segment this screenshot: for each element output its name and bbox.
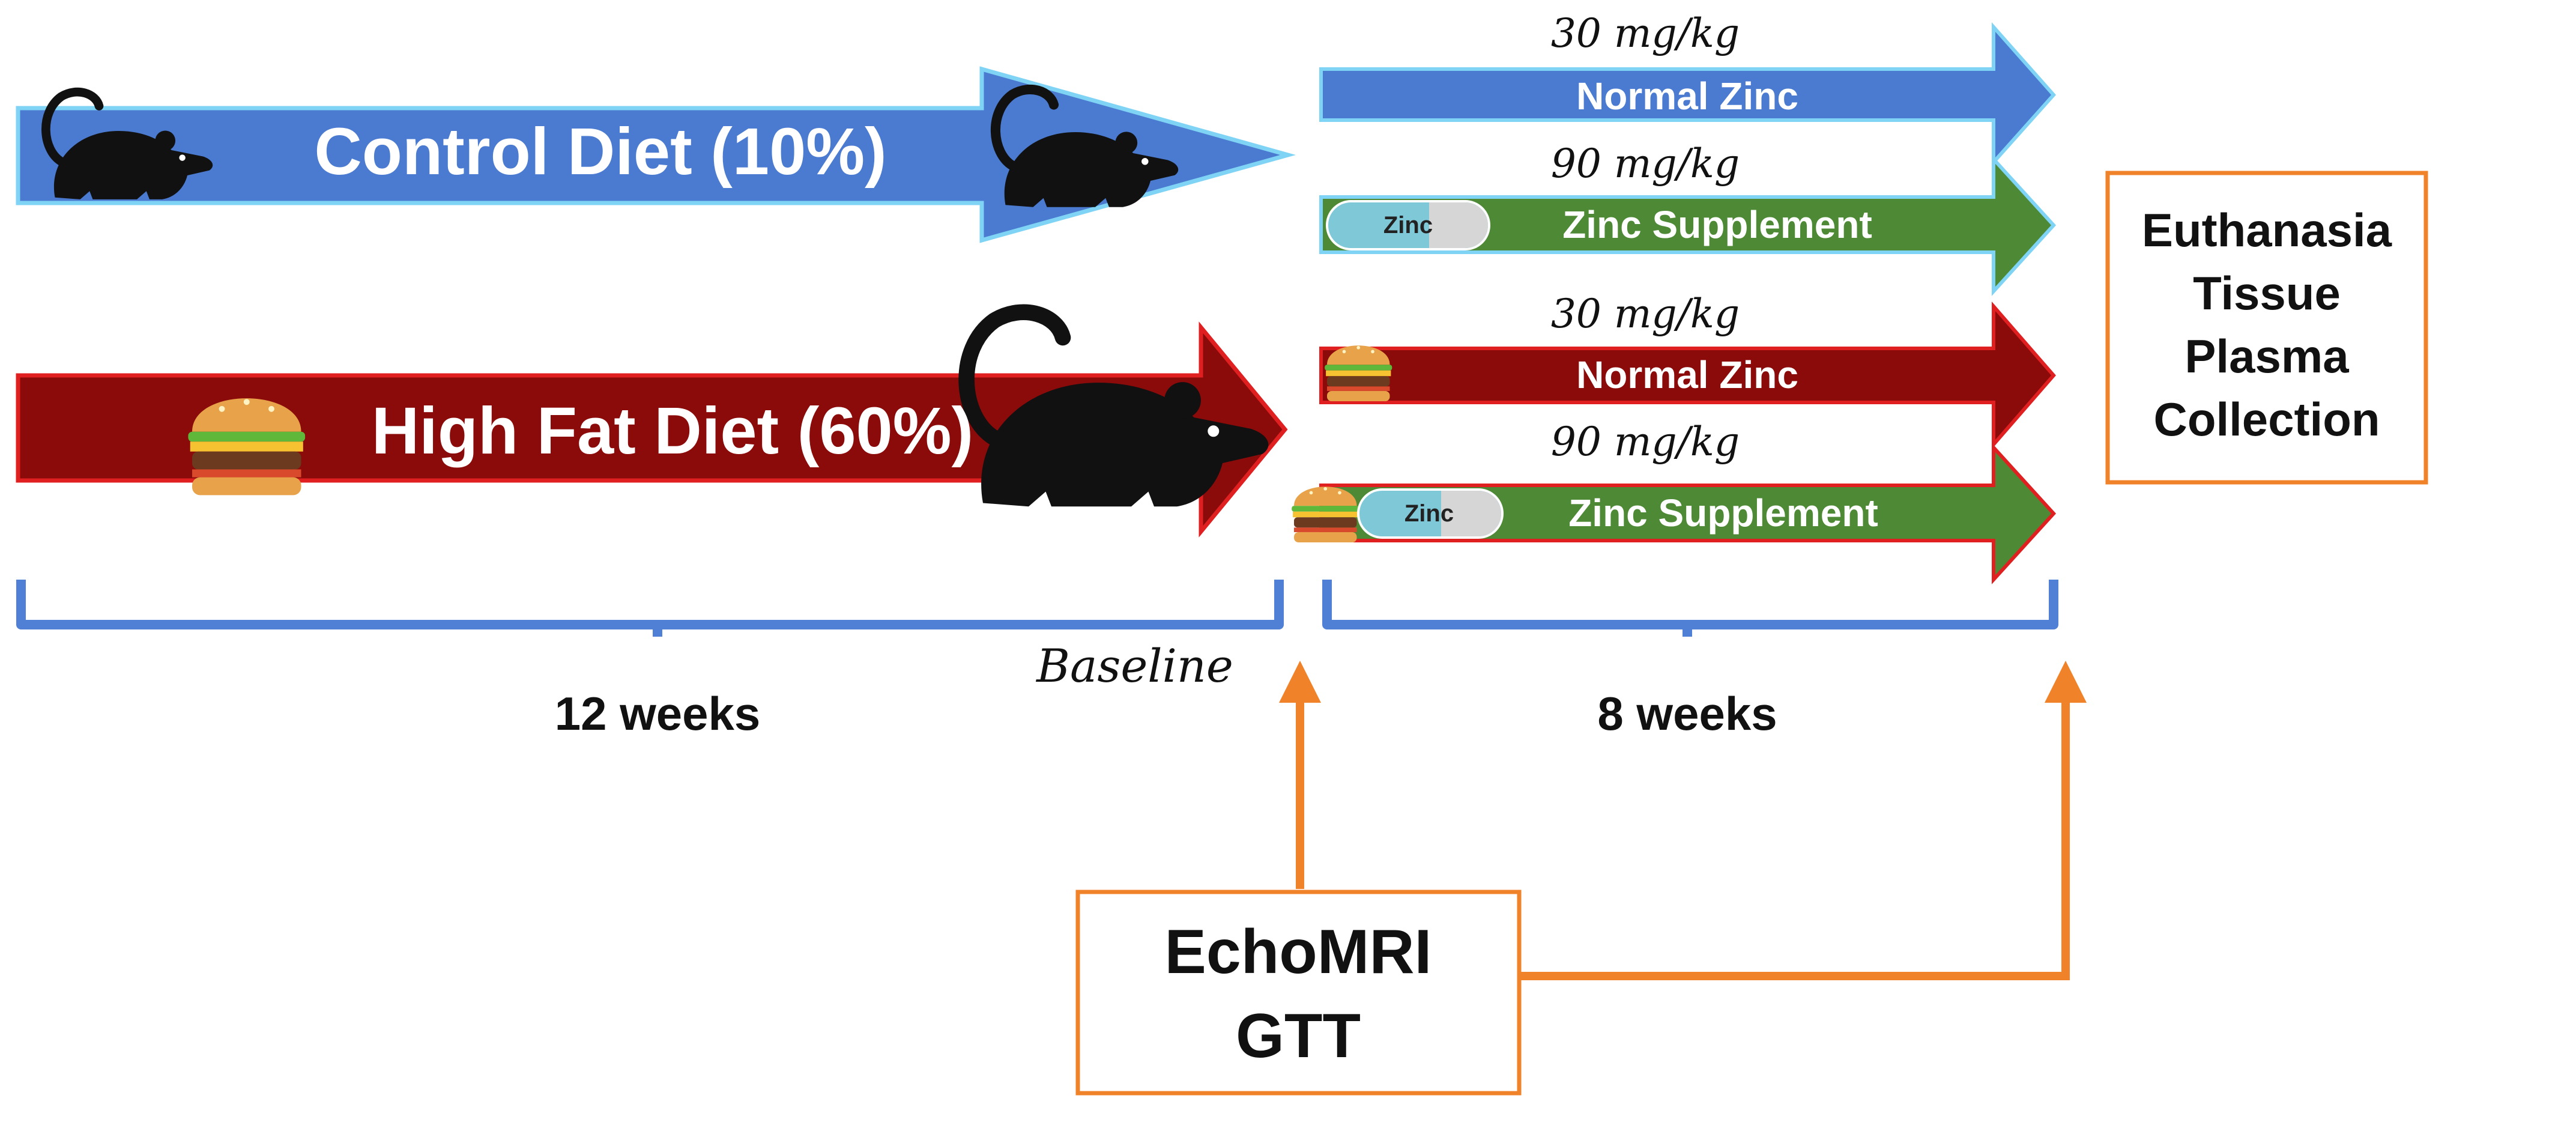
control-normal-zinc-arrow: Normal Zinc (1319, 22, 2057, 167)
baseline-label: Baseline (1035, 639, 1233, 693)
eight-week-bracket (1322, 580, 2058, 637)
burger-icon (1292, 487, 1359, 543)
svg-text:GTT: GTT (1236, 1001, 1361, 1071)
hfd-normal-zinc-arrow: Normal Zinc (1319, 301, 2056, 450)
svg-text:Euthanasia: Euthanasia (2142, 204, 2392, 256)
svg-text:Collection: Collection (2153, 393, 2380, 446)
twelve-weeks-label: 12 weeks (555, 687, 761, 740)
hfd-normal-zinc-dose: 30 mg/kg (1551, 291, 1740, 337)
burger-icon (1325, 345, 1392, 402)
control-normal-zinc-label: Normal Zinc (1576, 74, 1798, 118)
hfd-zinc-supplement-dose: 90 mg/kg (1551, 419, 1740, 465)
svg-text:Zinc: Zinc (1404, 500, 1454, 527)
control-zinc-supplement-dose: 90 mg/kg (1551, 141, 1740, 187)
control-zinc-supplement-arrow: Zinc Zinc Supplement (1319, 154, 2057, 296)
endpoint-box: Euthanasia Tissue Plasma Collection (2105, 171, 2428, 485)
control-zinc-supplement-label: Zinc Supplement (1562, 203, 1872, 246)
measurement-arrows (1279, 661, 2087, 980)
svg-text:EchoMRI: EchoMRI (1165, 917, 1432, 987)
svg-text:Tissue: Tissue (2193, 267, 2341, 320)
svg-text:Plasma: Plasma (2184, 330, 2349, 383)
zinc-pill-icon: Zinc (1326, 200, 1490, 250)
zinc-pill-icon: Zinc (1357, 488, 1504, 539)
measurement-box: EchoMRI GTT (1075, 890, 1522, 1096)
control-diet-arrow: Control Diet (10%) (16, 66, 1296, 243)
eight-weeks-label: 8 weeks (1597, 687, 1777, 740)
control-diet-label: Control Diet (10%) (314, 115, 886, 189)
high-fat-diet-label: High Fat Diet (60%) (372, 394, 973, 468)
twelve-week-bracket (16, 580, 1284, 637)
high-fat-diet-arrow: High Fat Diet (60%) (16, 312, 1288, 538)
hfd-normal-zinc-label: Normal Zinc (1576, 353, 1798, 396)
svg-text:Zinc: Zinc (1383, 212, 1433, 238)
control-normal-zinc-dose: 30 mg/kg (1551, 10, 1740, 56)
hfd-zinc-supplement-label: Zinc Supplement (1568, 491, 1878, 535)
hfd-zinc-supplement-arrow: Zinc Zinc Supplement (1292, 443, 2057, 584)
burger-icon (188, 398, 306, 496)
